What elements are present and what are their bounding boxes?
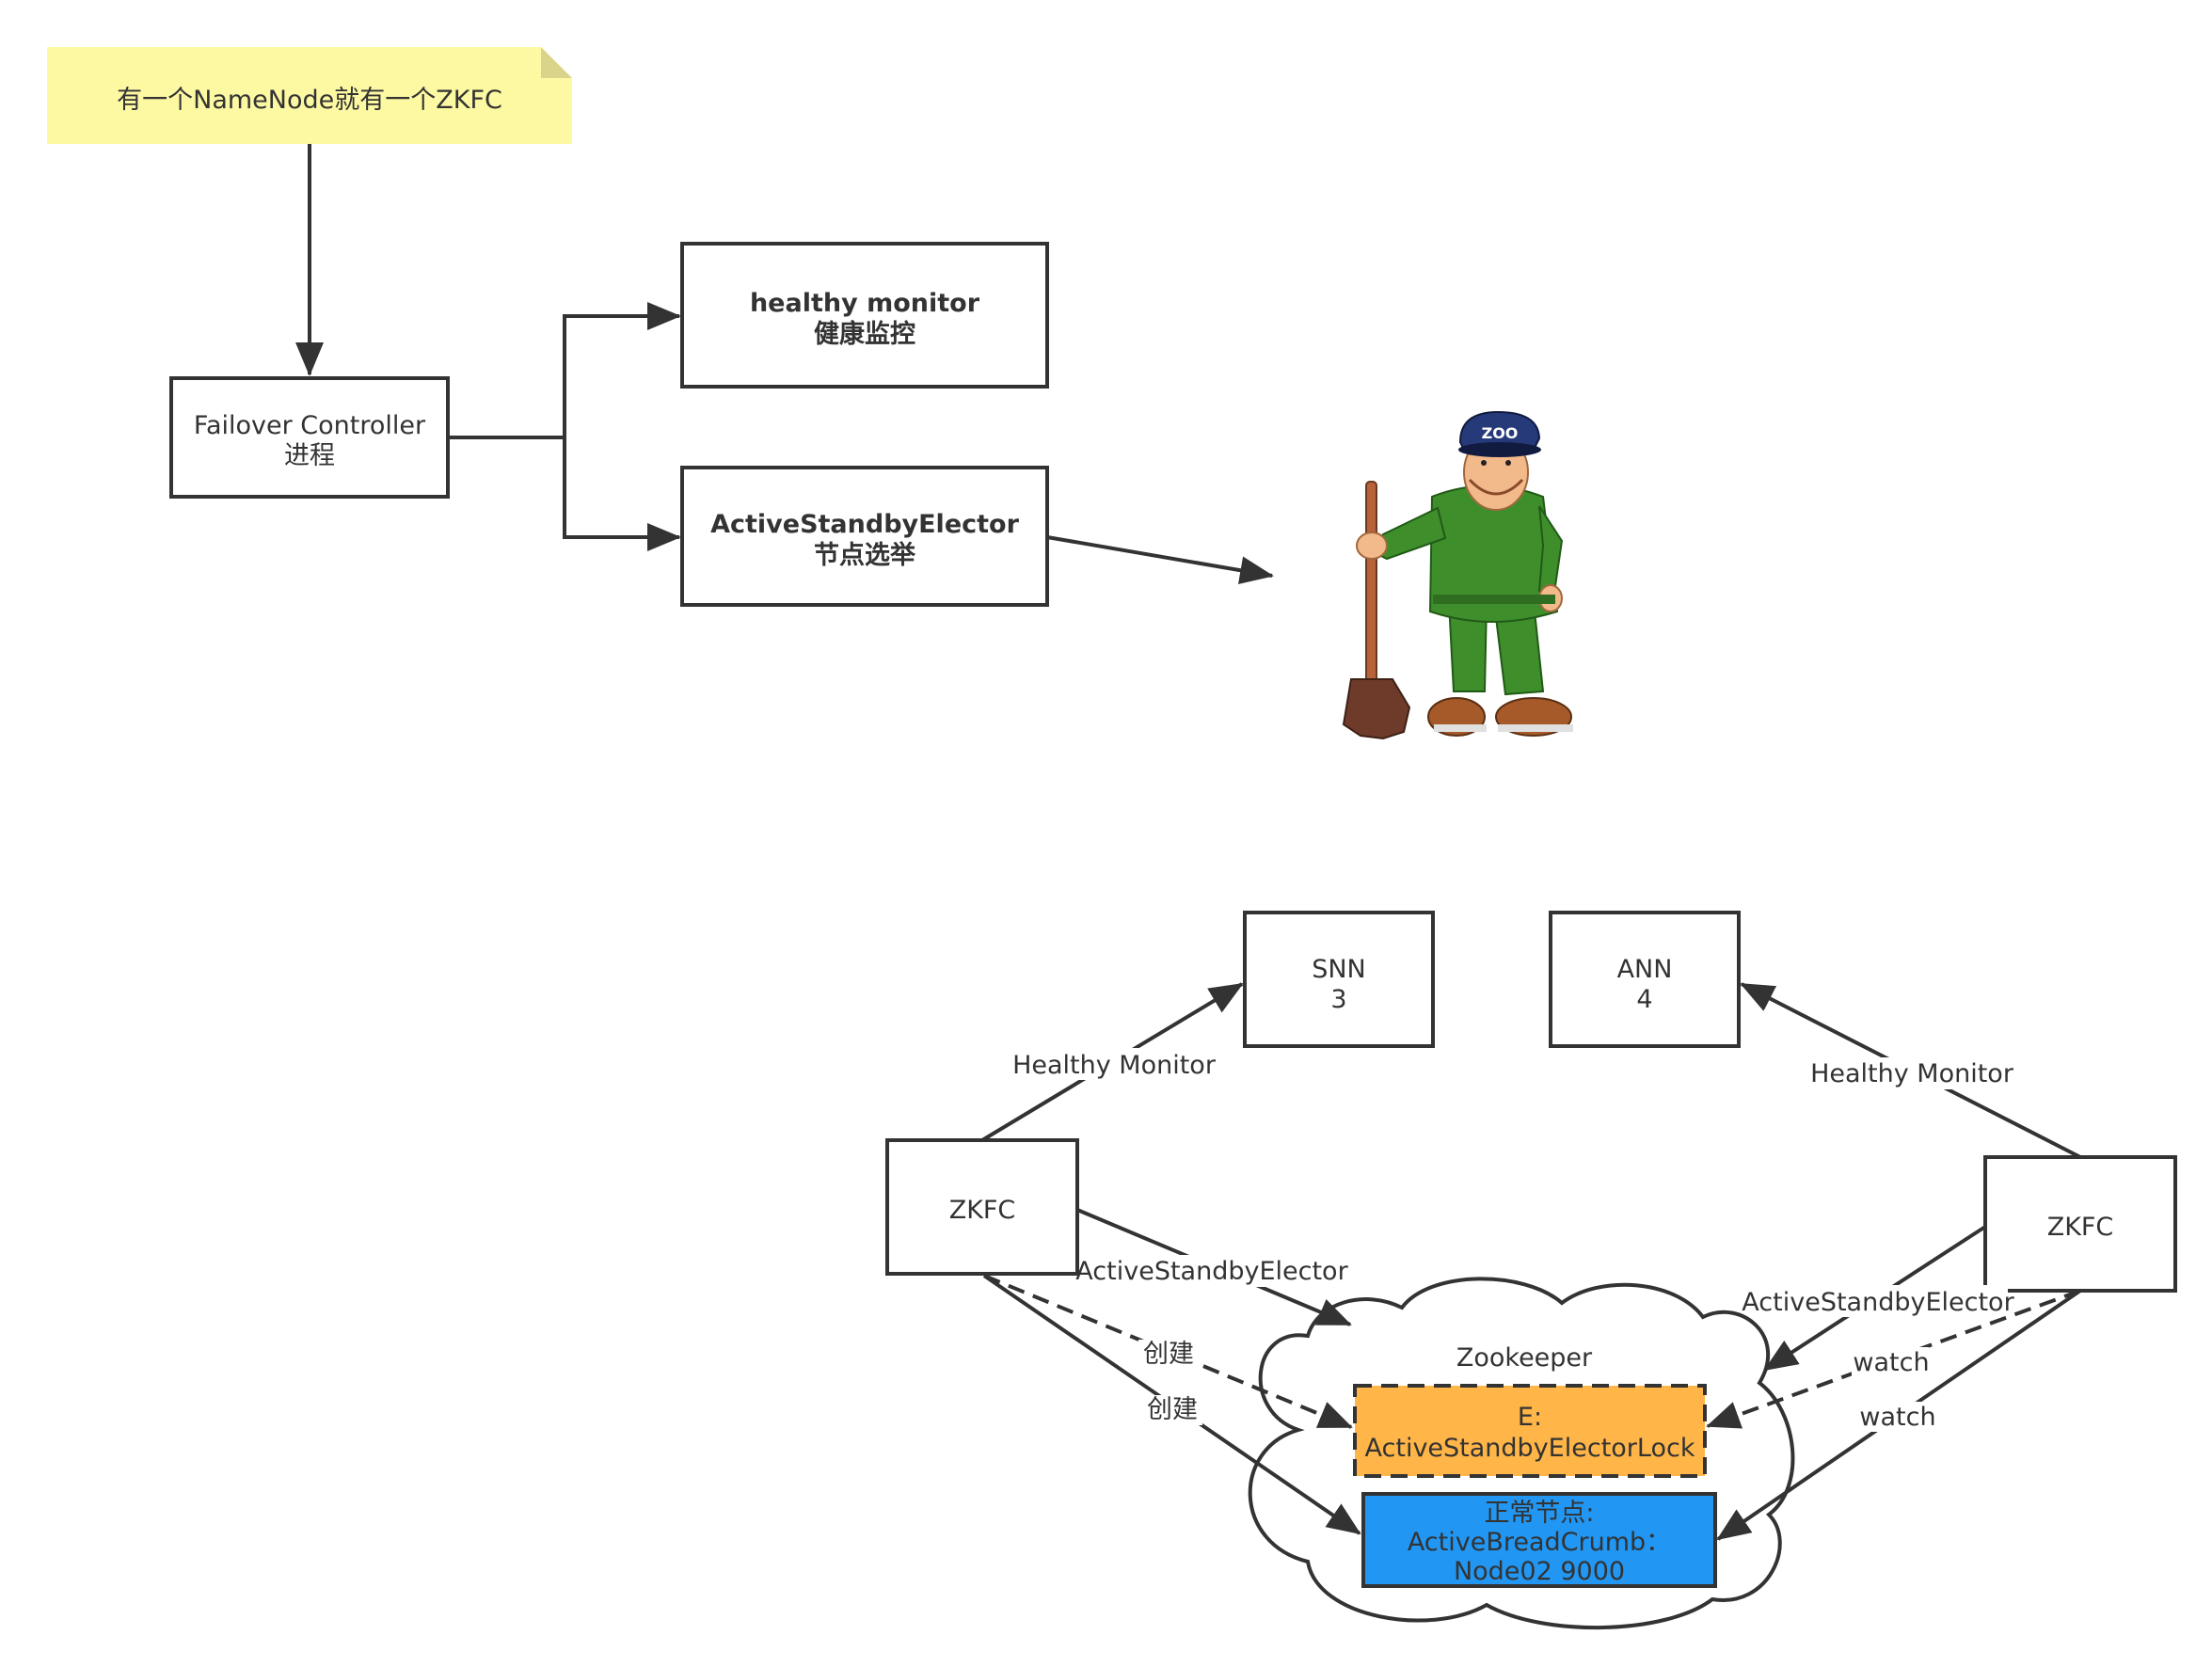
zookeeper-mascot-icon: ZOO <box>1342 410 1573 740</box>
failover-controller-line2: 进程 <box>284 441 335 470</box>
sticky-note-body <box>47 47 572 144</box>
sticky-note[interactable]: 有一个NameNode就有一个ZKFC <box>47 47 572 144</box>
snn-line1: SNN <box>1312 955 1366 984</box>
edge-label-create-1: 创建 <box>1143 1340 1194 1369</box>
edge-failover-to-elector <box>563 437 681 551</box>
edge-label-elector-right: ActiveStandbyElector <box>1742 1288 2014 1317</box>
edge-label-watch-2: watch <box>1859 1403 1935 1432</box>
snn-node[interactable]: SNN 3 <box>1243 911 1435 1048</box>
elector-line1: ActiveStandbyElector <box>710 510 1019 539</box>
zkfc-left-label: ZKFC <box>949 1196 1016 1225</box>
zkfc-left-node[interactable]: ZKFC <box>885 1138 1079 1276</box>
edge-label-create-2: 创建 <box>1147 1395 1198 1424</box>
breadcrumb-line3: Node02 9000 <box>1454 1557 1625 1586</box>
ann-line1: ANN <box>1617 955 1673 984</box>
elector-lock-node[interactable]: E: ActiveStandbyElectorLock <box>1353 1384 1707 1478</box>
failover-controller-line1: Failover Controller <box>194 411 426 440</box>
elector-lock-line2: ActiveStandbyElectorLock <box>1365 1434 1695 1463</box>
breadcrumb-node[interactable]: 正常节点: ActiveBreadCrumb： Node02 9000 <box>1361 1492 1717 1588</box>
edge-label-watch-1: watch <box>1853 1348 1929 1377</box>
edge-elector-to-zookeeper <box>1046 535 1274 585</box>
edge-failover-to-healthy <box>448 302 681 439</box>
zookeeper-title: Zookeeper <box>1456 1343 1593 1373</box>
edge-label-healthy-monitor-right: Healthy Monitor <box>1810 1059 2014 1088</box>
breadcrumb-line2: ActiveBreadCrumb： <box>1408 1528 1671 1557</box>
healthy-monitor-node[interactable]: healthy monitor 健康监控 <box>680 242 1049 389</box>
sticky-note-fold <box>541 47 572 78</box>
failover-controller-node[interactable]: Failover Controller 进程 <box>169 376 450 499</box>
breadcrumb-line1: 正常节点: <box>1484 1499 1594 1528</box>
elector-node[interactable]: ActiveStandbyElector 节点选举 <box>680 466 1049 607</box>
snn-line2: 3 <box>1330 985 1346 1014</box>
edge-label-healthy-monitor-left: Healthy Monitor <box>1012 1051 1217 1080</box>
svg-text:ZOO: ZOO <box>1482 424 1519 442</box>
edge-label-elector-left: ActiveStandbyElector <box>1075 1257 1348 1286</box>
ann-line2: 4 <box>1636 985 1652 1014</box>
sticky-note-text: 有一个NameNode就有一个ZKFC <box>117 86 502 115</box>
healthy-monitor-line1: healthy monitor <box>750 289 980 318</box>
zkfc-right-label: ZKFC <box>2047 1213 2114 1242</box>
elector-line2: 节点选举 <box>814 540 916 570</box>
zkfc-right-node[interactable]: ZKFC <box>1983 1155 2177 1293</box>
ann-node[interactable]: ANN 4 <box>1549 911 1741 1048</box>
elector-lock-line1: E: <box>1518 1403 1542 1432</box>
healthy-monitor-line2: 健康监控 <box>814 319 915 349</box>
